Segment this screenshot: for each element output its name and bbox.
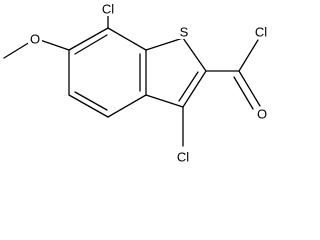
bond-c7a-s <box>145 37 184 51</box>
bond-c2-c3-inner <box>178 71 199 102</box>
bond-o-methyl <box>3 41 31 59</box>
structure-diagram: Cl S Cl O Cl O <box>3 1 270 165</box>
atom-cl-acyl: Cl <box>255 25 267 40</box>
bond-c3a-c4 <box>107 94 147 118</box>
bond-carbonyl-cl <box>238 39 259 72</box>
atom-oxygen-methoxy: O <box>30 32 40 47</box>
bond-c6-ome <box>39 39 70 51</box>
bond-c2-c3 <box>182 70 207 108</box>
bond-carbonyl-o <box>238 70 261 107</box>
bond-c3-c3a <box>145 94 184 108</box>
atom-oxygen-carbonyl: O <box>257 107 267 122</box>
bond-c6-c7 <box>68 27 109 51</box>
atom-cl-top: Cl <box>102 2 114 17</box>
molecule-canvas: Cl S Cl O Cl O <box>3 1 270 165</box>
bond-c4-c5 <box>68 94 109 118</box>
thiophene-ring <box>145 37 207 108</box>
benzene-ring <box>68 27 147 118</box>
bond-c7-c7a <box>107 27 147 51</box>
bond-c4-c5-inner <box>74 91 108 111</box>
bond-c6-c7-inner <box>74 34 108 55</box>
substituent-bonds <box>3 11 261 147</box>
atom-labels: Cl S Cl O Cl O <box>28 2 270 165</box>
bond-carbonyl-o-inner <box>233 76 254 110</box>
atom-cl-bottom: Cl <box>177 150 189 165</box>
atom-sulfur: S <box>180 25 189 40</box>
bond-s-c2 <box>182 37 207 72</box>
